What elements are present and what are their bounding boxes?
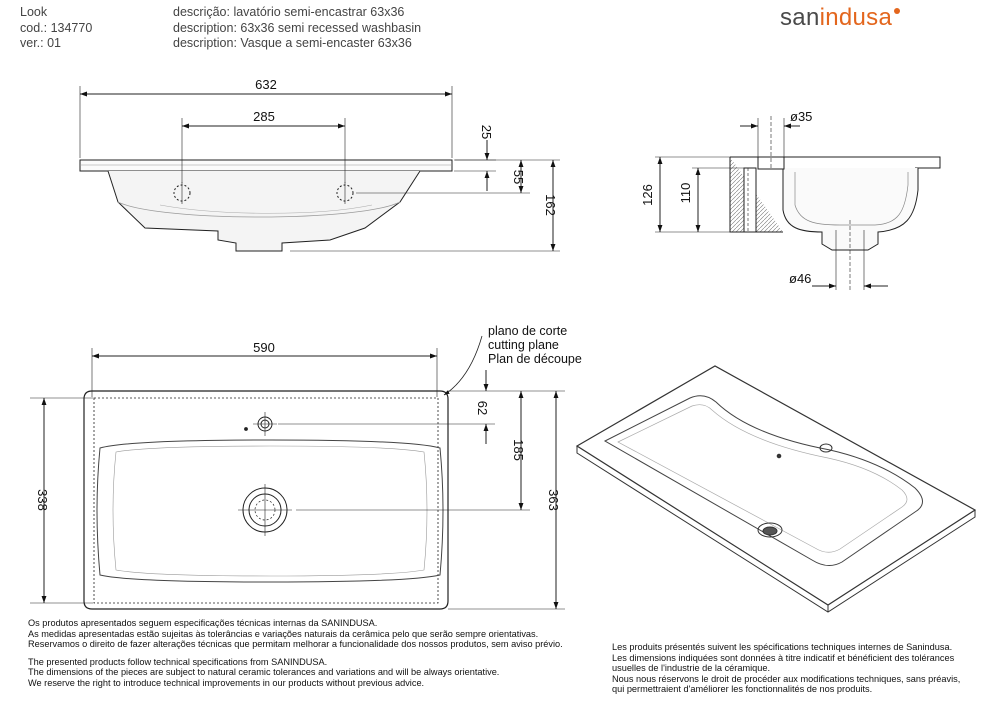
dim-outlet-diameter: ø35 <box>790 109 812 124</box>
description-pt: descrição: lavatório semi-encastrar 63x3… <box>173 5 405 19</box>
dim-tap-height: 55 <box>511 170 526 184</box>
top-view <box>30 335 565 610</box>
logo-dot-icon <box>894 8 901 14</box>
note-en-1: The presented products follow technical … <box>28 656 328 667</box>
cutting-plane-label-pt: plano de corte <box>488 324 567 338</box>
dim-tap-spacing: 285 <box>253 109 275 124</box>
dim-overall-depth: 363 <box>546 489 561 511</box>
logo-text-part2: indusa <box>819 4 893 31</box>
note-fr-1: Les produits présentés suivent les spéci… <box>612 642 953 652</box>
note-pt-2: As medidas apresentadas estão sujeitas à… <box>28 628 539 639</box>
dim-overall-width: 632 <box>255 77 277 92</box>
dim-bowl-depth: 110 <box>678 183 693 204</box>
notes-fr: Les produits présentés suivent les spéci… <box>612 642 960 695</box>
dim-total-height: 162 <box>543 194 558 216</box>
note-en-2: The dimensions of the pieces are subject… <box>28 667 500 678</box>
product-name: Look <box>20 5 48 19</box>
note-fr-4: Nous nous réservons le droit de procéder… <box>612 673 961 684</box>
dim-rim-thickness: 25 <box>479 125 494 139</box>
dim-drain-diameter: ø46 <box>789 271 811 286</box>
dim-drain-offset: 185 <box>511 439 526 461</box>
note-pt-1: Os produtos apresentados seguem especifi… <box>28 618 378 628</box>
description-en: description: 63x36 semi recessed washbas… <box>173 20 422 35</box>
cutting-plane-label-en: cutting plane <box>488 338 559 352</box>
note-fr-2: Les dimensions indiquées sont données à … <box>612 652 955 663</box>
logo-text-part1: san <box>780 4 820 31</box>
dim-section-height: 126 <box>640 184 655 206</box>
product-code: cod.: 134770 <box>20 20 93 35</box>
notes-pt-en: Os produtos apresentados seguem especifi… <box>28 618 563 689</box>
side-section-view <box>655 116 941 292</box>
sanindusa-logo: sanindusa <box>780 4 901 32</box>
dim-cut-depth: 338 <box>35 489 50 511</box>
cutting-plane-label-fr: Plan de découpe <box>488 352 582 366</box>
header-descriptions: descrição: lavatório semi-encastrar 63x3… <box>173 5 421 52</box>
isometric-view <box>575 365 977 613</box>
front-view <box>79 86 560 252</box>
header-product-info: Look cod.: 134770 ver.: 01 <box>20 5 92 52</box>
note-en-3: We reserve the right to introduce techni… <box>28 677 425 688</box>
note-fr-5: qui permettraient d'améliorer les foncti… <box>612 684 873 695</box>
product-version: ver.: 01 <box>20 36 61 50</box>
note-fr-3: usuelles de l'industrie de la céramique. <box>612 663 771 674</box>
dim-tap-offset: 62 <box>475 401 490 415</box>
dim-cut-width: 590 <box>253 340 275 355</box>
note-pt-3: Reservamos o direito de fazer alterações… <box>28 639 563 650</box>
description-fr: description: Vasque a semi-encaster 63x3… <box>173 36 412 50</box>
